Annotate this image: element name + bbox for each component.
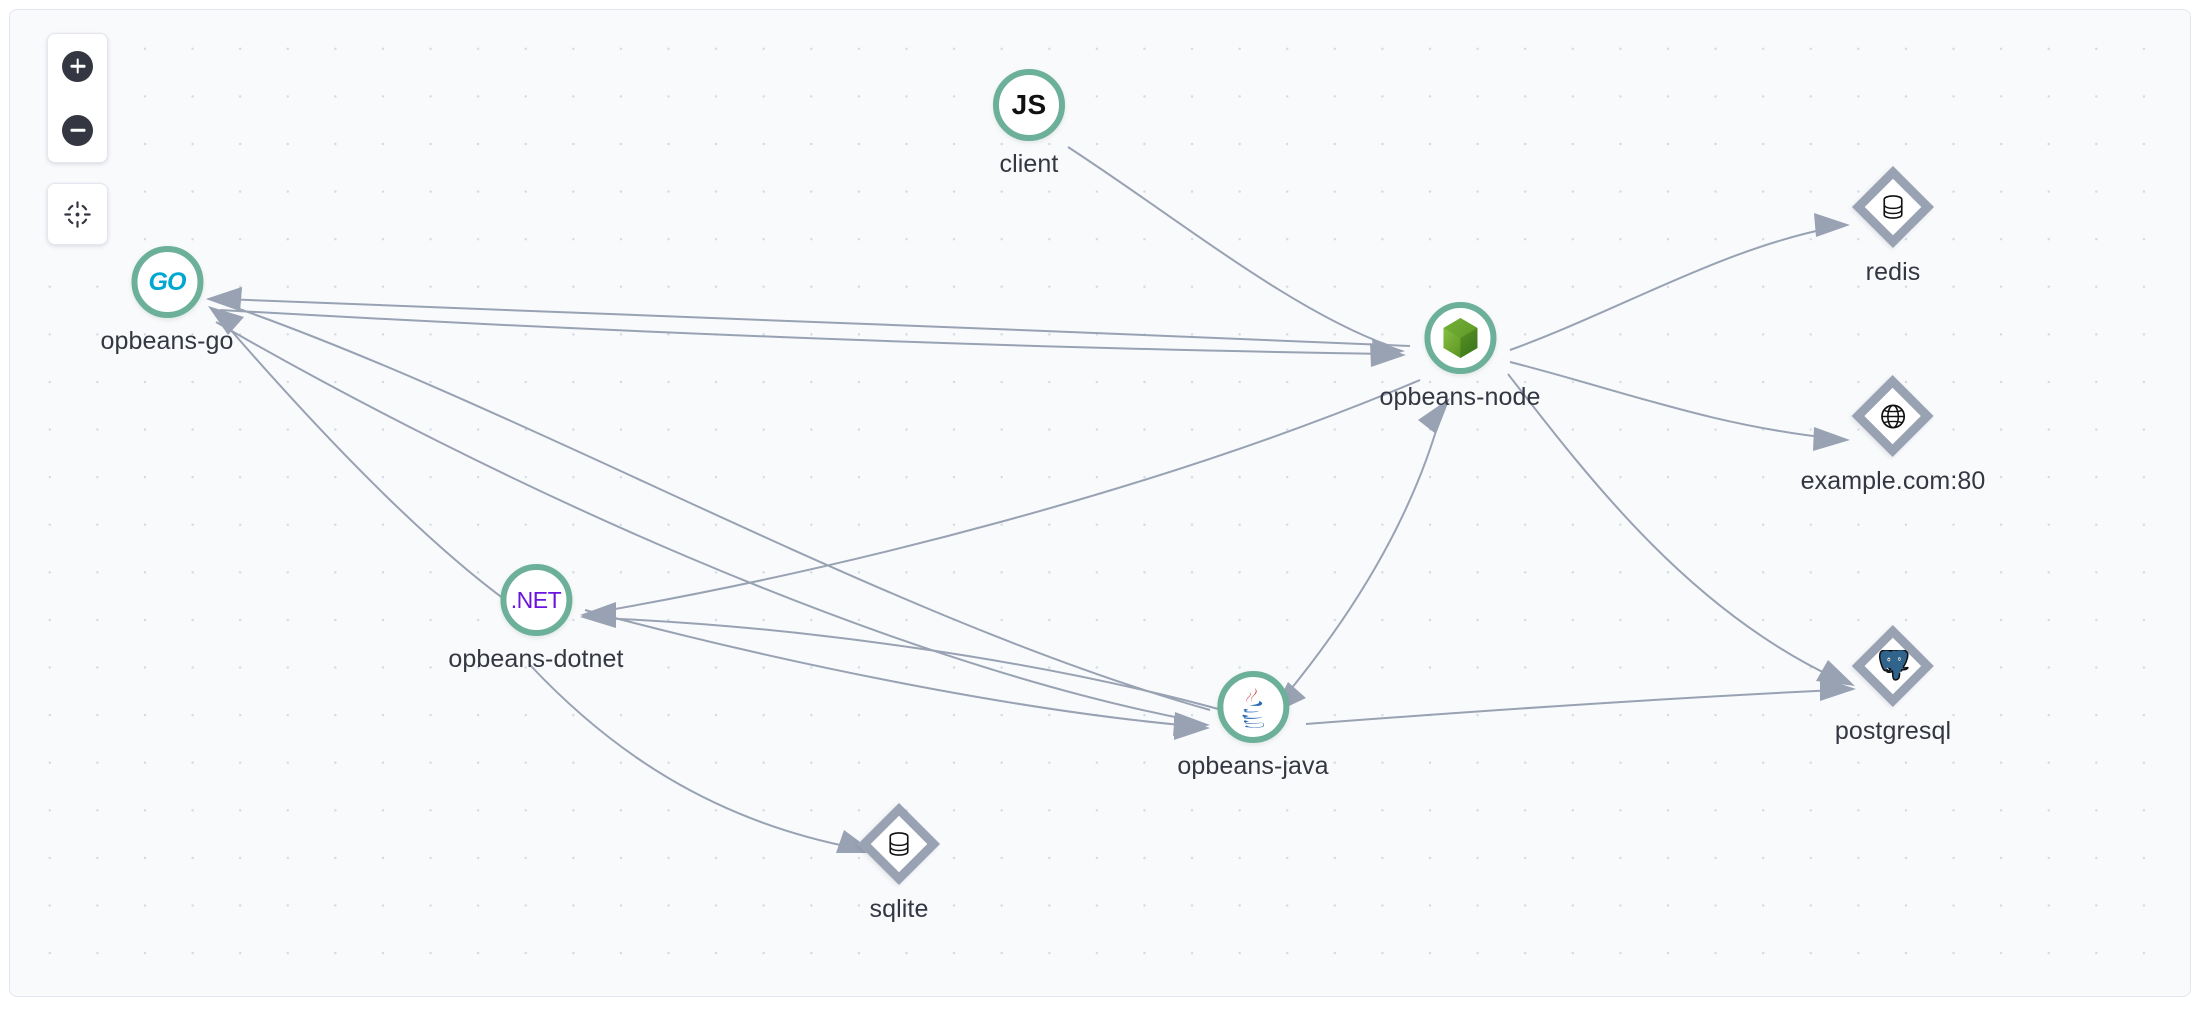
dotnet-icon: .NET [510, 586, 562, 613]
opbeans-dotnet-node-circle[interactable]: .NET [500, 564, 572, 636]
center-focus-icon [64, 200, 91, 228]
edge-opbeans-dotnet-to-sqlite [529, 664, 875, 853]
resource-node-redis[interactable]: redis [1851, 165, 1935, 287]
service-node-client[interactable]: JS client [993, 69, 1065, 179]
example-com-node-diamond[interactable] [1851, 374, 1935, 458]
edge-opbeans-node-to-opbeans-go [206, 287, 1411, 347]
plus-icon [62, 50, 93, 82]
node-label-postgresql: postgresql [1834, 717, 1952, 745]
edge-opbeans-node-opbeans-java-bidirectional [1272, 398, 1450, 714]
postgresql-node-diamond[interactable] [1851, 624, 1935, 708]
service-node-opbeans-dotnet[interactable]: .NET opbeans-dotnet [448, 564, 623, 674]
edge-opbeans-node-to-opbeans-dotnet [580, 379, 1421, 626]
opbeans-java-node-circle[interactable] [1217, 671, 1289, 743]
client-node-circle[interactable]: JS [993, 69, 1065, 141]
node-label-opbeans-java: opbeans-java [1177, 752, 1329, 780]
database-icon [885, 830, 913, 858]
node-label-example-com: example.com:80 [1800, 467, 1986, 495]
go-icon: GO [148, 267, 187, 296]
zoom-controls-panel [47, 33, 108, 163]
edge-opbeans-dotnet-to-opbeans-java [584, 609, 1210, 740]
opbeans-go-node-circle[interactable]: GO [131, 246, 203, 318]
service-node-opbeans-go[interactable]: GO opbeans-go [100, 246, 233, 356]
zoom-out-button[interactable] [56, 108, 100, 152]
resource-node-example-com[interactable]: example.com:80 [1801, 374, 1986, 496]
javascript-rum-icon: JS [1011, 89, 1047, 120]
node-label-redis: redis [1865, 258, 1921, 286]
database-icon [1879, 193, 1907, 221]
sqlite-node-diamond[interactable] [857, 802, 941, 886]
service-node-opbeans-java[interactable]: opbeans-java [1177, 671, 1329, 781]
center-controls-panel [47, 183, 108, 245]
edge-opbeans-go-to-opbeans-java [215, 321, 1210, 736]
node-label-client: client [999, 150, 1059, 178]
edge-client-to-opbeans-node [1067, 146, 1405, 361]
zoom-in-button[interactable] [56, 44, 100, 88]
node-label-opbeans-go: opbeans-go [100, 327, 234, 355]
edge-opbeans-node-to-redis [1509, 213, 1850, 351]
opbeans-node-node-circle[interactable] [1423, 302, 1496, 374]
nodejs-icon [1442, 318, 1477, 358]
edge-opbeans-node-to-example-com [1509, 361, 1850, 451]
redis-node-diamond[interactable] [1851, 165, 1935, 249]
resource-node-sqlite[interactable]: sqlite [857, 802, 941, 924]
center-map-button[interactable] [56, 192, 100, 236]
java-icon [1242, 688, 1264, 728]
node-label-opbeans-node: opbeans-node [1379, 383, 1541, 411]
edge-opbeans-java-to-opbeans-go [206, 287, 1211, 711]
edge-opbeans-java-to-postgresql [1305, 677, 1856, 725]
service-node-opbeans-node[interactable]: opbeans-node [1379, 302, 1540, 412]
service-map-canvas[interactable]: JS client GO opbeans-go [9, 9, 2191, 997]
globe-icon [1878, 402, 1907, 431]
node-label-sqlite: sqlite [869, 895, 929, 923]
postgresql-icon [1876, 650, 1910, 682]
edge-opbeans-go-to-opbeans-node [219, 309, 1406, 367]
edge-layer [206, 146, 1856, 853]
edge-opbeans-dotnet-to-opbeans-go [208, 306, 509, 603]
node-label-opbeans-dotnet: opbeans-dotnet [448, 645, 624, 673]
resource-node-postgresql[interactable]: postgresql [1835, 624, 1951, 746]
edge-opbeans-java-to-opbeans-dotnet [580, 604, 1223, 711]
minus-icon [62, 114, 93, 146]
